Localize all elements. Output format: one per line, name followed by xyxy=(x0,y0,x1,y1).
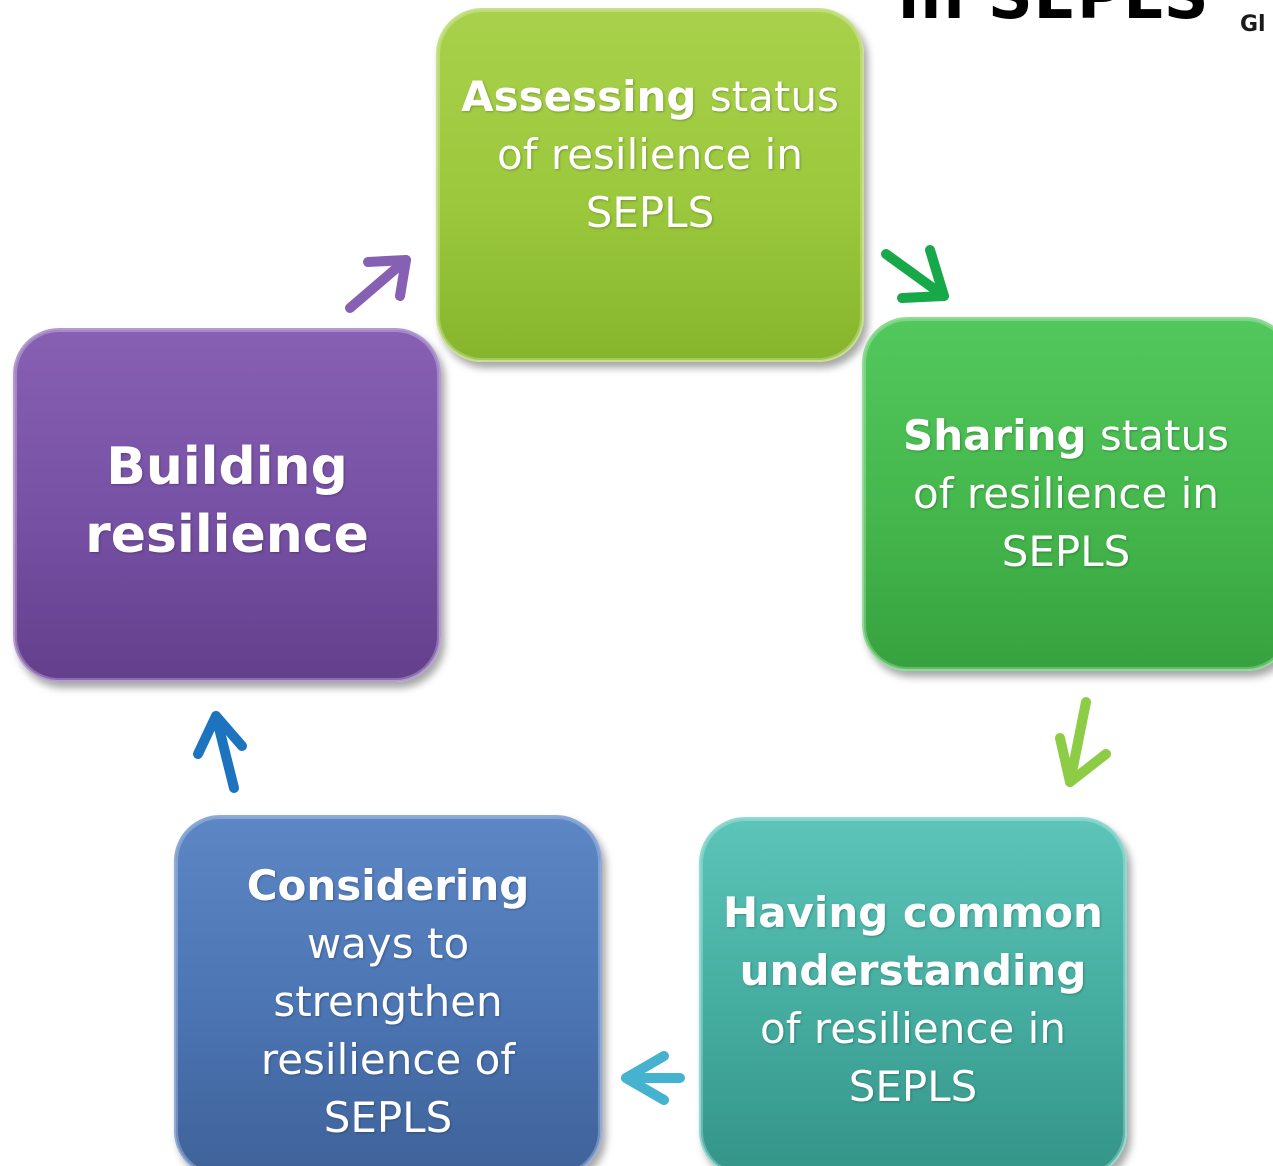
step-common-line3: of resilience in xyxy=(760,1004,1066,1053)
step-common-bold-line1: Having common xyxy=(723,888,1103,937)
step-assessing-line2: of resilience in xyxy=(497,130,803,179)
logo-text-fragment: Gl xyxy=(1240,12,1266,37)
step-common-text: Having common understanding of resilienc… xyxy=(723,884,1103,1116)
arrow-consider-to-build-icon xyxy=(193,711,247,793)
step-considering-text: Considering ways to strengthen resilienc… xyxy=(247,857,530,1147)
arrow-share-to-common-icon xyxy=(1055,697,1111,787)
step-sharing-bold: Sharing xyxy=(903,411,1087,460)
step-assessing-rest: status xyxy=(696,72,839,121)
step-common-line4: SEPLS xyxy=(848,1062,978,1111)
slide-title-fragment: in SEPLS xyxy=(898,0,1210,32)
arrow-common-to-consider-icon xyxy=(621,1051,685,1105)
step-building-text: Building resilience xyxy=(85,433,369,569)
step-common-understanding-box: Having common understanding of resilienc… xyxy=(699,817,1127,1166)
step-building-line2: resilience xyxy=(85,505,369,565)
arrow-build-to-assess-icon xyxy=(345,255,411,313)
step-assessing-line3: SEPLS xyxy=(585,188,715,237)
step-sharing-line2: of resilience in xyxy=(913,469,1219,518)
step-building-box: Building resilience xyxy=(13,328,441,682)
arrow-assess-to-share-icon xyxy=(881,245,949,303)
step-considering-box: Considering ways to strengthen resilienc… xyxy=(174,815,602,1166)
step-considering-line3: strengthen xyxy=(273,977,503,1026)
step-considering-bold: Considering xyxy=(246,861,530,910)
step-assessing-bold: Assessing xyxy=(461,72,697,121)
step-sharing-rest: status xyxy=(1086,411,1229,460)
step-sharing-text: Sharing status of resilience in SEPLS xyxy=(903,407,1229,581)
step-assessing-box: Assessing status of resilience in SEPLS xyxy=(436,8,864,362)
step-sharing-line3: SEPLS xyxy=(1001,527,1131,576)
step-considering-line5: SEPLS xyxy=(323,1093,453,1142)
step-sharing-box: Sharing status of resilience in SEPLS xyxy=(862,317,1273,671)
step-building-line1: Building xyxy=(106,437,348,497)
step-considering-line2: ways to xyxy=(306,919,470,968)
step-considering-line4: resilience of xyxy=(260,1035,516,1084)
step-assessing-text: Assessing status of resilience in SEPLS xyxy=(461,68,839,242)
step-common-bold-line2: understanding xyxy=(739,946,1087,995)
